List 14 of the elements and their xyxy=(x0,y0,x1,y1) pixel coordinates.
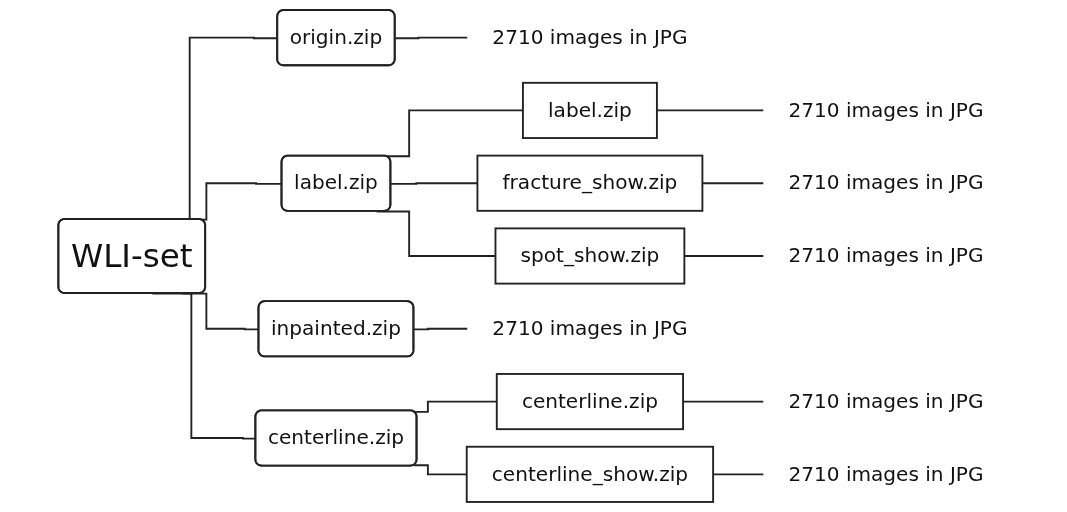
node-text: 2710 images in JPG xyxy=(788,97,984,122)
node-text: 2710 images in JPG xyxy=(492,316,688,341)
node-box: fracture_show.zip xyxy=(476,154,704,212)
node-box: centerline_show.zip xyxy=(465,445,715,503)
node-box: spot_show.zip xyxy=(494,227,686,285)
node-text: 2710 images in JPG xyxy=(788,170,984,195)
connector xyxy=(394,36,469,40)
connector xyxy=(413,327,469,331)
node-box: centerline.zip xyxy=(495,373,684,431)
node-text: 2710 images in JPG xyxy=(788,461,984,486)
node-text: 2710 images in JPG xyxy=(492,25,688,49)
node-box: label.zip xyxy=(521,81,658,139)
node-text: 2710 images in JPG xyxy=(788,243,984,268)
node-text: 2710 images in JPG xyxy=(788,389,984,413)
